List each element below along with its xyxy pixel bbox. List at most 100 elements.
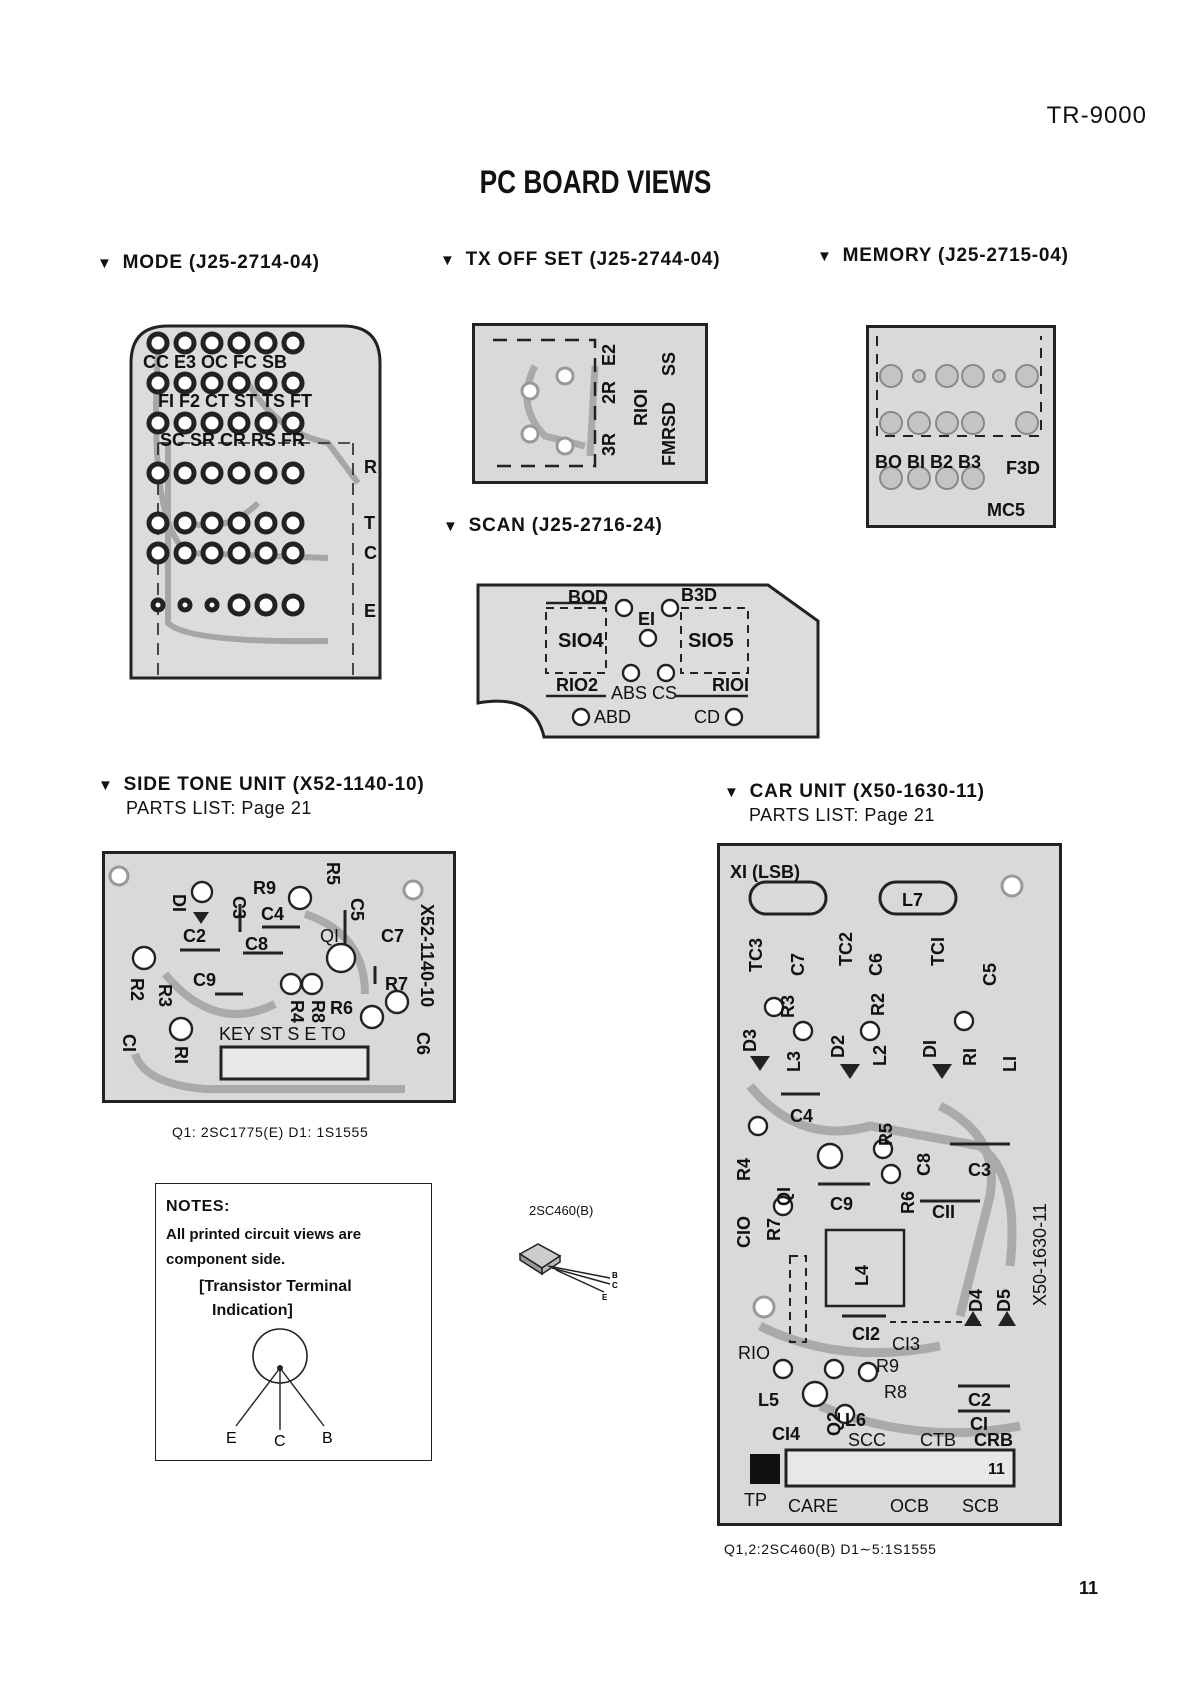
section-sidetone-label: SIDE TONE UNIT (X52-1140-10) — [123, 774, 425, 795]
mode-label-row2: FI F2 CT ST TS FT — [158, 391, 312, 411]
section-scan-title: ▼ SCAN (J25-2716-24) — [443, 515, 663, 537]
section-txoffset-label: TX OFF SET (J25-2744-04) — [465, 249, 721, 270]
mode-label-row1: CC E3 OC FC SB — [143, 352, 287, 372]
sidetone-label-r3: R3 — [155, 984, 175, 1007]
mode-pad — [200, 331, 224, 355]
carunit-label-c6: C6 — [866, 953, 886, 976]
sidetone-label-r6: R6 — [330, 998, 353, 1018]
scan-board: BOD B3D EI SIO4 SIO5 RIO2 ABS CS RIOI AB… — [476, 583, 822, 740]
sidetone-label-c6: C6 — [413, 1032, 433, 1055]
carunit-label-q2: Q2 — [824, 1412, 844, 1436]
mode-pad — [200, 541, 224, 565]
carunit-label-n11: 11 — [988, 1461, 1005, 1478]
scan-label-e1: EI — [638, 609, 655, 629]
notes-title: NOTES: — [166, 1198, 231, 1215]
mode-pad — [173, 331, 197, 355]
transistor-terminal-diagram: E C B — [226, 1328, 333, 1446]
txoffset-label-e2: E2 — [599, 344, 619, 366]
mode-pad — [200, 371, 224, 395]
carunit-label-c14: CI4 — [772, 1424, 800, 1444]
carunit-label-d1: DI — [920, 1040, 940, 1058]
notes-sub1: [Transistor Terminal — [199, 1278, 352, 1295]
mode-pad — [254, 541, 278, 565]
section-mode-label: MODE (J25-2714-04) — [122, 252, 320, 273]
carunit-parts-list: PARTS LIST: Page 21 — [749, 805, 935, 825]
mode-pad — [146, 541, 170, 565]
mode-pad — [227, 331, 251, 355]
mode-label-t: T — [364, 513, 375, 533]
carunit-label-r8: R8 — [884, 1382, 907, 1402]
sidetone-label-c1: CI — [119, 1034, 139, 1052]
sidetone-label-r9: R9 — [253, 878, 276, 898]
sidetone-label-c7: C7 — [381, 926, 404, 946]
mode-pad — [254, 371, 278, 395]
mode-pad — [227, 411, 251, 435]
carunit-label-x1: XI (LSB) — [730, 862, 800, 882]
mode-pad — [150, 597, 166, 613]
section-carunit-label: CAR UNIT (X50-1630-11) — [749, 781, 985, 802]
scan-label-cd: CD — [694, 707, 720, 727]
scan-label-s105: SIO5 — [688, 630, 734, 652]
carunit-label-d4: D4 — [966, 1289, 986, 1312]
mode-pad — [200, 461, 224, 485]
memory-label-f3d: F3D — [1006, 458, 1040, 478]
carunit-label-r7: R7 — [764, 1218, 784, 1241]
carunit-label-c7: C7 — [788, 953, 808, 976]
sidetone-label-r1: RI — [171, 1046, 191, 1064]
carunit-label-d3: D3 — [740, 1029, 760, 1052]
sidetone-label-c8: C8 — [245, 934, 268, 954]
carunit-label-c10: CIO — [734, 1216, 754, 1248]
sidetone-label-c2: C2 — [183, 926, 206, 946]
triangle-bullet-icon: ▼ — [724, 784, 740, 801]
mode-pad — [254, 331, 278, 355]
notes-body: All printed circuit views are component … — [166, 1226, 362, 1268]
triangle-bullet-icon: ▼ — [97, 255, 113, 272]
carunit-label-r6: R6 — [898, 1191, 918, 1214]
mode-board: CC E3 OC FC SB FI F2 CT ST TS FT SC SR C… — [128, 323, 383, 681]
triangle-bullet-icon: ▼ — [98, 777, 114, 794]
model-number: TR-9000 — [1046, 102, 1147, 129]
memory-board: BO BI B2 B3 F3D MC5 — [866, 325, 1056, 528]
sidetone-label-keys: KEY ST S E TO — [219, 1024, 346, 1044]
mode-label-r: R — [364, 457, 377, 477]
terminal-b-label: B — [322, 1430, 333, 1446]
mode-pad — [146, 411, 170, 435]
sidetone-label-c9: C9 — [193, 970, 216, 990]
carunit-label-r9: R9 — [876, 1356, 899, 1376]
sidetone-label-d1: DI — [169, 894, 189, 912]
mode-pad — [227, 511, 251, 535]
txoffset-label-2r: 2R — [599, 381, 619, 404]
txoffset-label-3r: 3R — [599, 433, 619, 456]
carunit-label-r10: RIO — [738, 1343, 770, 1363]
carunit-label-c11: CII — [932, 1202, 955, 1222]
mode-pad — [173, 511, 197, 535]
txoffset-label-r101: RIOI — [631, 389, 651, 426]
mode-pad — [173, 411, 197, 435]
carunit-label-c8: C8 — [914, 1153, 934, 1176]
mode-pad — [254, 593, 278, 617]
mode-pad — [146, 461, 170, 485]
sidetone-label-r4: R4 — [287, 1000, 307, 1023]
mode-pad — [177, 597, 193, 613]
section-memory-label: MEMORY (J25-2715-04) — [842, 245, 1069, 266]
mode-pad — [200, 411, 224, 435]
carunit-label-scc: SCC — [848, 1430, 886, 1450]
mode-pad — [227, 541, 251, 565]
scan-label-bod: BOD — [568, 587, 608, 607]
carunit-label-l1: LI — [1000, 1056, 1020, 1072]
triangle-bullet-icon: ▼ — [443, 518, 459, 535]
mode-pad — [281, 593, 305, 617]
mode-pad — [173, 461, 197, 485]
triangle-bullet-icon: ▼ — [440, 252, 456, 269]
mode-pad — [281, 411, 305, 435]
section-scan-label: SCAN (J25-2716-24) — [468, 515, 663, 536]
page-title: PC BOARD VIEWS — [479, 164, 712, 200]
txoffset-board: 3R 2R E2 RIOI SS FMRSD — [472, 323, 708, 484]
mode-pad — [281, 331, 305, 355]
carunit-label-r5: R5 — [876, 1123, 896, 1146]
memory-label-mc5: MC5 — [987, 500, 1025, 520]
carunit-label-tc1: TCI — [928, 937, 948, 966]
txoffset-label-fmrsd: FMRSD — [659, 402, 679, 466]
mode-pad — [254, 411, 278, 435]
scan-label-abs-cs: ABS CS — [611, 683, 677, 703]
